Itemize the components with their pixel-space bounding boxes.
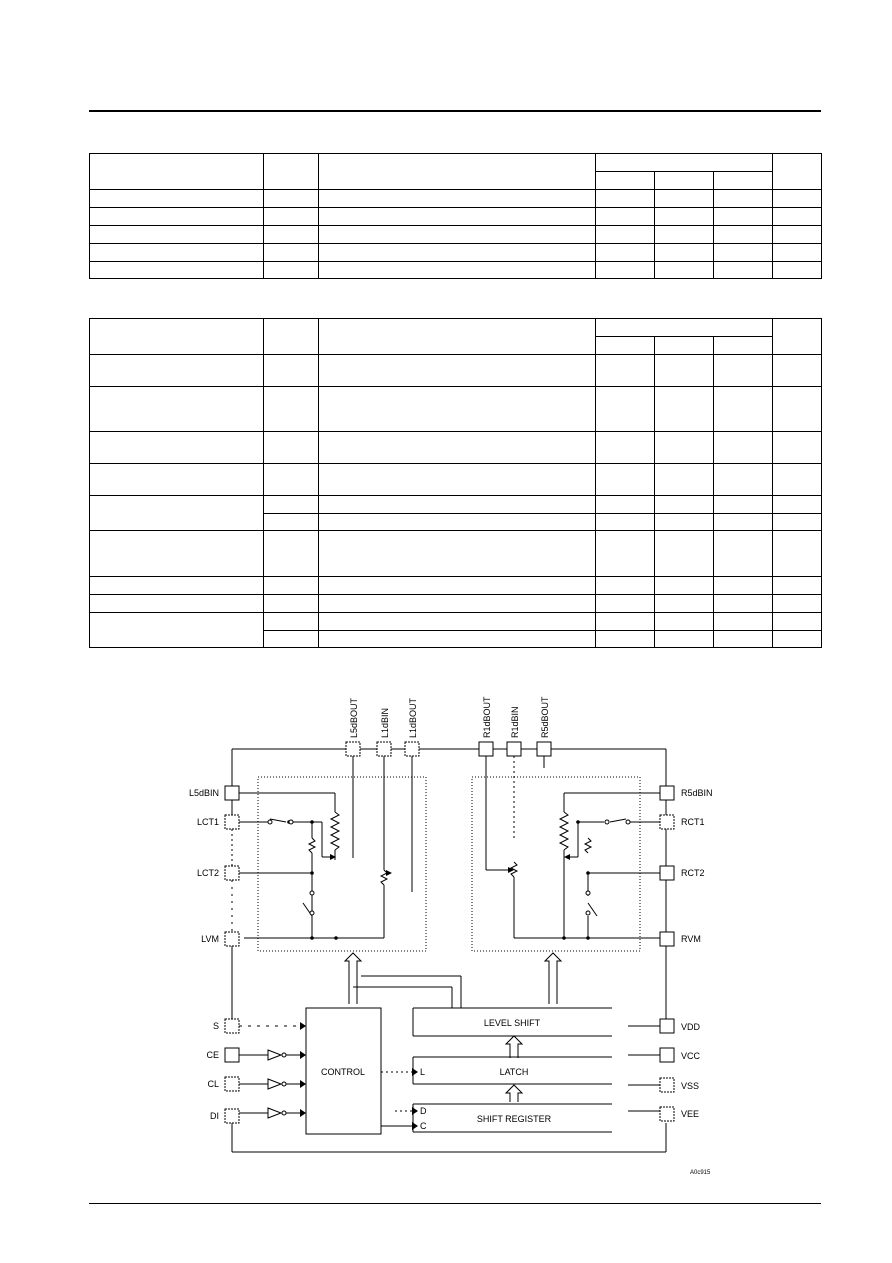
- label-top-pin-3: L1dBOUT: [408, 697, 418, 738]
- figure-code: A0c915: [690, 1170, 711, 1176]
- pin-R5dBIN: [659, 785, 675, 801]
- label-left-pin-4: LVM: [201, 934, 219, 944]
- label-right-pin-7: VSS: [681, 1081, 699, 1091]
- pin-L1dBOUT: [404, 741, 420, 757]
- block-diagram: L5dBOUT L1dBIN L1dBOUT R1dBOUT R1dBIN R5…: [189, 696, 713, 1176]
- label-left-pin-1: L5dBIN: [189, 788, 219, 798]
- label-right-pin-2: RCT1: [681, 817, 705, 827]
- spec-table-2: [89, 318, 823, 648]
- label-left-pin-6: CE: [206, 1050, 219, 1060]
- clock-port-label: C: [420, 1121, 427, 1131]
- left-volume-block: [257, 776, 427, 952]
- pin-VEE: [659, 1106, 675, 1122]
- pin-RCT2: [659, 865, 675, 881]
- level-shift-label: LEVEL SHIFT: [484, 1018, 541, 1028]
- pin-VDD: [659, 1018, 675, 1034]
- label-right-pin-5: VDD: [681, 1022, 701, 1032]
- shift-register-label: SHIFT REGISTER: [477, 1114, 552, 1124]
- label-right-pin-3: RCT2: [681, 868, 705, 878]
- label-right-pin-6: VCC: [681, 1051, 701, 1061]
- label-right-pin-1: R5dBIN: [681, 788, 713, 798]
- label-top-pin-6: R5dBOUT: [540, 696, 550, 738]
- label-top-pin-4: R1dBOUT: [482, 696, 492, 738]
- control-label: CONTROL: [321, 1067, 365, 1077]
- header-rule: [89, 110, 821, 112]
- pin-VCC: [659, 1047, 675, 1063]
- latch-label: LATCH: [500, 1067, 529, 1077]
- label-left-pin-3: LCT2: [197, 868, 219, 878]
- pin-L1dBIN: [376, 741, 392, 757]
- pin-LCT1: [224, 814, 240, 830]
- pin-L5dBOUT: [345, 741, 361, 757]
- pin-LCT2: [224, 865, 240, 881]
- pin-DI: [224, 1108, 240, 1124]
- label-left-pin-5: S: [213, 1021, 219, 1031]
- label-left-pin-8: DI: [210, 1111, 219, 1121]
- label-right-pin-4: RVM: [681, 934, 701, 944]
- pin-CE: [224, 1047, 240, 1063]
- control-block: [305, 1007, 382, 1135]
- latch-port-label: L: [420, 1067, 425, 1077]
- pin-RCT1: [659, 814, 675, 830]
- pin-R5dBOUT: [536, 741, 552, 757]
- label-left-pin-2: LCT1: [197, 817, 219, 827]
- label-left-pin-7: CL: [207, 1079, 219, 1089]
- label-right-pin-8: VEE: [681, 1109, 699, 1119]
- pin-R1dBOUT: [478, 741, 494, 757]
- pin-RVM: [659, 931, 675, 947]
- label-top-pin-5: R1dBIN: [510, 706, 520, 738]
- label-top-pin-2: L1dBIN: [380, 708, 390, 738]
- footer-rule: [89, 1203, 821, 1204]
- spec-table-1: [89, 153, 823, 279]
- pin-LVM: [224, 931, 240, 947]
- pin-R1dBIN: [506, 741, 522, 757]
- pin-S: [224, 1018, 240, 1034]
- data-port-label: D: [420, 1106, 427, 1116]
- pin-L5dBIN: [224, 785, 240, 801]
- right-volume-block: [471, 776, 641, 952]
- label-top-pin-1: L5dBOUT: [349, 697, 359, 738]
- pin-VSS: [659, 1077, 675, 1093]
- pin-CL: [224, 1076, 240, 1092]
